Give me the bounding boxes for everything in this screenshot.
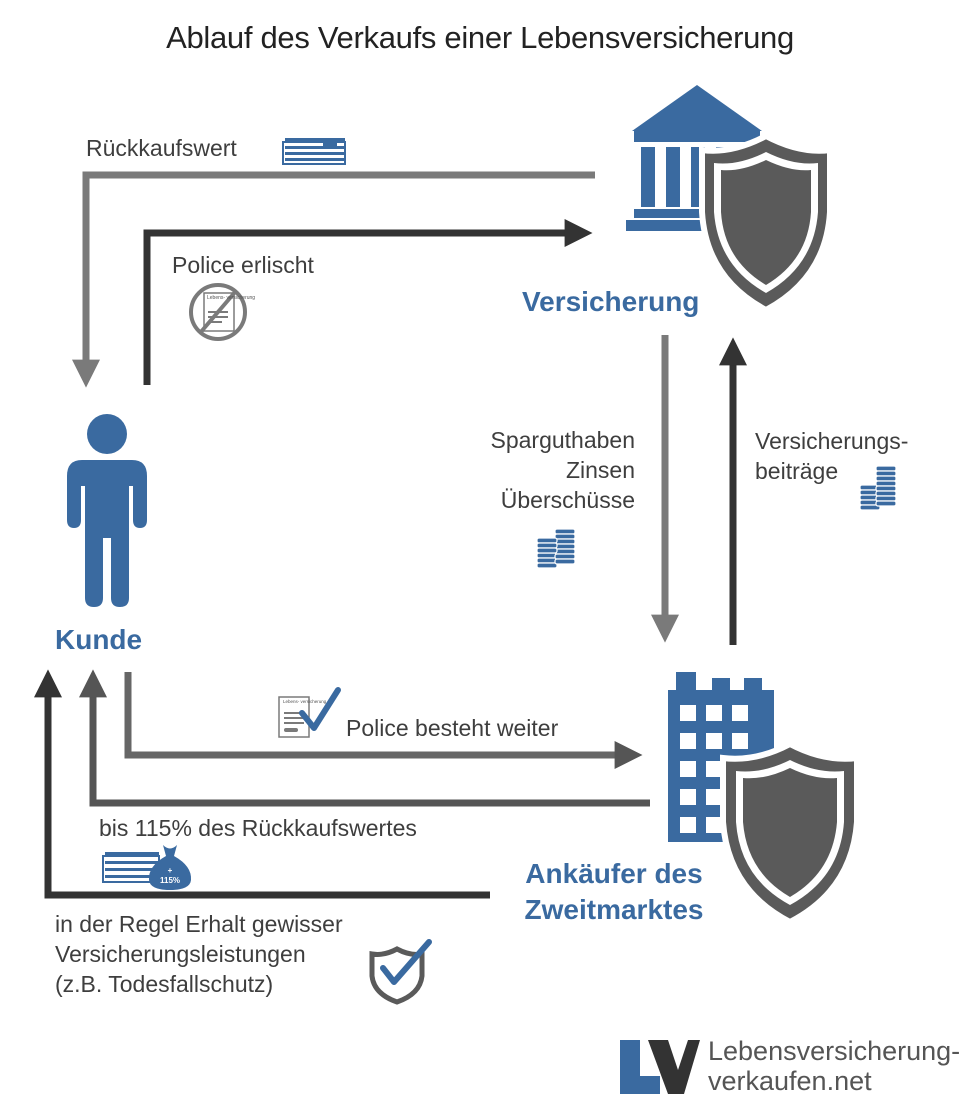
node-buyer-line: Zweitmarktes bbox=[524, 894, 704, 925]
coins-icon bbox=[536, 528, 576, 569]
arrow-policy-lapses bbox=[143, 219, 593, 385]
label-up-to-115: bis 115% des Rückkaufswertes bbox=[99, 815, 417, 841]
label-savings: Sparguthaben Zinsen Überschüsse bbox=[420, 425, 635, 515]
banknotes-icon bbox=[282, 138, 346, 165]
policy-cancelled-icon bbox=[189, 283, 247, 341]
coins-icon bbox=[859, 465, 897, 511]
node-buyer-line: Ankäufer des bbox=[525, 858, 703, 889]
label-benefits: in der Regel Erhalt gewisser Versicherun… bbox=[55, 909, 343, 999]
arrow-up-to-115 bbox=[79, 669, 650, 807]
arrow-benefits bbox=[34, 669, 490, 899]
label-surrender-value: Rückkaufswert bbox=[86, 135, 237, 161]
arrow-surrender-value bbox=[72, 171, 595, 388]
brand-line-2: verkaufen.net bbox=[708, 1066, 872, 1096]
label-premiums-line: beiträge bbox=[755, 458, 839, 484]
page-title: Ablauf des Verkaufs einer Lebensversiche… bbox=[166, 20, 794, 55]
node-buyer: Ankäufer des Zweitmarktes bbox=[494, 856, 734, 928]
shield-icon bbox=[720, 740, 860, 926]
label-benefits-line: in der Regel Erhalt gewisser bbox=[55, 911, 343, 937]
label-benefits-line: (z.B. Todesfallschutz) bbox=[55, 971, 274, 997]
label-policy-continues: Police besteht weiter bbox=[346, 715, 559, 741]
money-bag-icon bbox=[148, 845, 192, 890]
policy-cancelled-icon-text: Lebens- versicherung bbox=[207, 295, 255, 301]
label-benefits-line: Versicherungsleistungen bbox=[55, 941, 306, 967]
shield-check-icon bbox=[369, 939, 432, 1005]
money-bag-percent: 115% bbox=[160, 876, 180, 885]
brand-line-1: Lebensversicherung- bbox=[708, 1036, 960, 1066]
policy-check-icon-text: Lebens- versicherung bbox=[283, 699, 327, 704]
shield-icon bbox=[699, 132, 833, 314]
brand-logo-icon bbox=[620, 1040, 700, 1094]
node-insurer: Versicherung bbox=[522, 286, 700, 317]
label-savings-line: Sparguthaben bbox=[490, 427, 635, 453]
money-bag-plus: + bbox=[168, 866, 173, 875]
label-policy-lapses: Police erlischt bbox=[172, 252, 314, 278]
node-customer: Kunde bbox=[55, 624, 143, 655]
label-savings-line: Zinsen bbox=[565, 457, 635, 483]
label-savings-line: Überschüsse bbox=[500, 487, 635, 513]
brand-wordmark: Lebensversicherung- verkaufen.net bbox=[708, 1036, 960, 1096]
person-icon bbox=[67, 414, 147, 607]
building-windows bbox=[680, 705, 748, 833]
label-premiums-line: Versicherungs- bbox=[755, 428, 909, 454]
label-premiums: Versicherungs- beiträge bbox=[755, 426, 908, 486]
arrow-policy-continues bbox=[124, 672, 643, 769]
policy-check-icon bbox=[278, 687, 341, 738]
